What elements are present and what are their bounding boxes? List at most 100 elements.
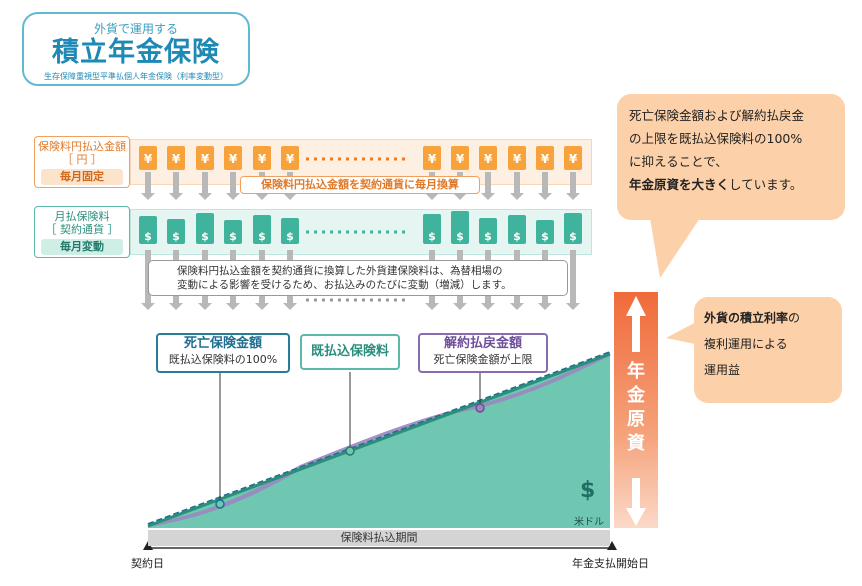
up-arrow-icon [626,296,646,316]
bubble-right-line-1-rest: の [788,311,801,325]
usd-premium-icon [139,216,157,244]
yen-symbol: ¥ [229,152,238,166]
usd-symbol: $ [580,478,596,503]
usd-symbol: $ [258,230,266,243]
usd-symbol: $ [172,230,180,243]
badge-subtitle: 生存保障重視型平準払個人年金保険（利率変動型） [44,72,228,81]
death-benefit-sub: 既払込保険料の100% [168,353,278,366]
conversion-label: 保険料円払込金額を契約通貨に毎月換算 [240,176,480,194]
yen-row-tag: 毎月固定 [41,169,123,185]
usd-symbol: $ [229,230,237,243]
yen-coin-icon [564,146,582,170]
yen-payment-icons: ¥¥¥¥¥¥¥¥¥¥¥¥ [139,146,582,170]
up-arrow-shaft [632,316,640,352]
usd-symbol: $ [484,230,492,243]
death-benefit-line [147,351,611,525]
paid-premium-callout: 既払込保険料 [300,334,400,370]
yen-symbol: ¥ [172,152,181,166]
usd-premium-icon [281,218,299,244]
down-arrow-icon [198,172,212,200]
end-marker-icon [607,541,617,550]
usd-premium-icon [479,218,497,244]
usd-row-tag: 毎月変動 [41,239,123,255]
bubble-top-line-4: 年金原資を大きくしています。 [629,173,833,196]
annuity-fund-char: 年 [627,361,645,382]
usd-symbol: $ [428,230,436,243]
annuity-fund-char: 金 [627,385,645,406]
usd-row-title: 月払保険料 [54,210,110,223]
down-arrow-icon [169,172,183,200]
bubble-top-tail [650,218,700,278]
yen-row-unit: ［ 円 ］ [62,153,102,166]
yen-symbol: ¥ [286,152,295,166]
yen-coin-icon [224,146,242,170]
down-arrow-icon [141,172,155,200]
yen-coin-icon [451,146,469,170]
yen-symbol: ¥ [201,152,210,166]
usd-row-unit: ［ 契約通貨 ］ [45,223,119,236]
yen-coin-icon [479,146,497,170]
down-arrow-shaft [632,478,640,508]
death-benefit-title: 死亡保険金額 [183,336,262,351]
yen-coin-icon [281,146,299,170]
yen-symbol: ¥ [258,152,267,166]
usd-premium-icon [224,220,242,244]
annuity-explanation-bubble: 死亡保険金額および解約払戻金 の上限を既払込保険料の100% に抑えることで、 … [617,94,845,220]
usd-premium-icon [167,219,185,244]
annuity-fund-char: 原 [627,409,645,430]
payment-period-bar: 保険料払込期間 [148,530,610,546]
yen-symbol: ¥ [569,152,578,166]
product-badge: 外貨で運用する 積立年金保険 生存保障重視型平準払個人年金保険（利率変動型） [22,12,250,86]
surrender-callout: 解約払戻金額 死亡保険金額が上限 [418,333,548,373]
usd-symbol: $ [144,230,152,243]
usd-symbol: $ [201,230,209,243]
down-arrow-icon [566,250,580,310]
bubble-top-line-2: の上限を既払込保険料の100% [629,131,803,146]
usd-symbol: $ [456,230,464,243]
usd-premium-icon [536,220,554,244]
usd-premium-icon [196,213,214,244]
bubble-top-line-3: に抑えることで、 [629,154,728,169]
warning-line-1: 保険料円払込金額を契約通貨に換算した外貨建保険料は、為替相場の [177,265,503,277]
interest-explanation-bubble: 外貨の積立利率の 複利運用による 運用益 [694,297,842,403]
down-arrow-icon [510,172,524,200]
annuity-fund-char: 資 [627,433,645,454]
usd-premium-icon [253,215,271,244]
yen-symbol: ¥ [484,152,493,166]
fx-warning-box: 保険料円払込金額を契約通貨に換算した外貨建保険料は、為替相場の 変動による影響を… [148,260,568,296]
usd-symbol: $ [541,230,549,243]
annuity-fund-label: 年金原資 [614,360,658,456]
death-marker [215,499,225,509]
yen-coin-icon [508,146,526,170]
usd-premium-icon [451,211,469,244]
yen-coin-icon [196,146,214,170]
death-benefit-callout: 死亡保険金額 既払込保険料の100% [156,333,290,373]
usd-row-label: 月払保険料 ［ 契約通貨 ］ 毎月変動 [34,206,130,258]
bubble-top-emphasis: 年金原資を大きく [629,177,730,192]
yen-symbol: ¥ [428,152,437,166]
down-arrow-icon [538,172,552,200]
usd-premium-icons: $$$$$$$$$$$$ [139,211,582,244]
bubble-top-line-1: 死亡保険金額および解約払戻金 [629,108,805,123]
usd-premium-icon [508,215,526,244]
badge-tagline: 外貨で運用する [93,22,178,36]
annuity-start-label: 年金支払開始日 [572,557,649,570]
yen-symbol: ¥ [456,152,465,166]
usd-symbol: $ [569,230,577,243]
surrender-sub: 死亡保険金額が上限 [433,353,533,366]
warning-line-2: 変動による影響を受けるため、お払込みのたびに変動（増減）します。 [177,279,512,291]
down-arrow-icon [226,172,240,200]
usd-premium-icon [423,214,441,244]
usd-premium-icon [564,213,582,244]
paid-premium-title: 既払込保険料 [310,344,389,359]
down-arrow-icon [566,172,580,200]
usd-symbol: $ [286,230,294,243]
usd-unit-label: 米ドル [574,517,604,528]
yen-row-label: 保険料円払込金額 ［ 円 ］ 毎月固定 [34,136,130,188]
yen-coin-icon [253,146,271,170]
bubble-right-line-2: 複利運用による [704,337,788,351]
surrender-title: 解約払戻金額 [443,336,522,351]
yen-symbol: ¥ [144,152,153,166]
yen-symbol: ¥ [513,152,522,166]
surrender-marker [475,403,485,413]
